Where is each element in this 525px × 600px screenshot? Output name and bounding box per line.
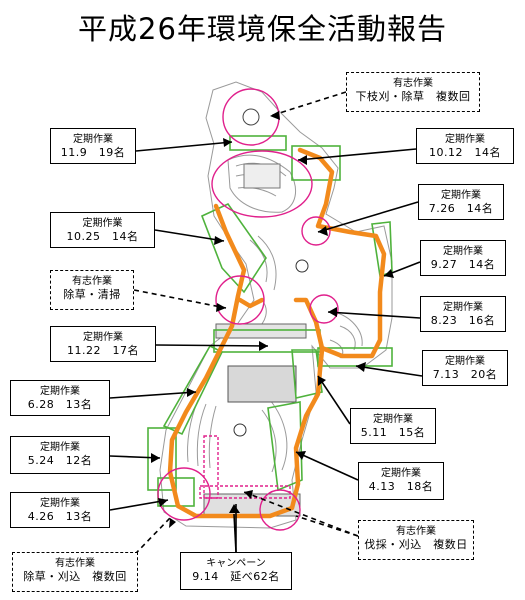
label-detail: 伐採・刈込 複数日 <box>364 538 468 551</box>
label-type: 定期作業 <box>445 134 485 145</box>
label-regular-1122: 定期作業 11.22 17名 <box>50 326 156 362</box>
label-regular-1012: 定期作業 10.12 14名 <box>416 128 514 164</box>
label-regular-1109: 定期作業 11.9 19名 <box>50 128 136 164</box>
label-type: 定期作業 <box>445 356 485 367</box>
label-detail: 5.11 15名 <box>360 426 426 439</box>
label-detail: 11.9 19名 <box>60 146 126 159</box>
callout-dashed-lines <box>109 91 359 581</box>
label-type: 定期作業 <box>82 218 123 229</box>
label-type: 定期作業 <box>373 414 413 425</box>
label-detail: 10.25 14名 <box>66 230 139 243</box>
terrain-outline <box>159 81 393 529</box>
label-volunteer-left: 有志作業 除草・清掃 <box>50 270 134 310</box>
label-detail: 7.26 14名 <box>428 202 494 215</box>
label-type: 有志作業 <box>396 526 436 537</box>
label-volunteer-bottom: 有志作業 除草・刈込 複数回 <box>12 552 138 592</box>
label-regular-1025: 定期作業 10.25 14名 <box>50 212 155 248</box>
label-detail: 9.14 延べ62名 <box>192 570 280 583</box>
label-volunteer-top: 有志作業 下枝刈・除草 複数回 <box>346 72 480 112</box>
label-type: 有志作業 <box>55 558 95 569</box>
label-detail: 10.12 14名 <box>429 146 501 159</box>
label-detail: 6.28 13名 <box>27 398 93 411</box>
label-type: 有志作業 <box>393 78 433 89</box>
label-detail: 9.27 14名 <box>430 258 496 271</box>
label-type: 定期作業 <box>40 442 80 453</box>
label-detail: 4.26 13名 <box>27 510 93 523</box>
label-regular-0628: 定期作業 6.28 13名 <box>10 380 110 416</box>
label-type: 定期作業 <box>83 332 123 343</box>
label-detail: 5.24 12名 <box>27 454 93 467</box>
callout-arrowheads <box>151 111 394 528</box>
callout-lines <box>109 141 423 553</box>
label-regular-0927: 定期作業 9.27 14名 <box>420 240 506 276</box>
volunteer-zones <box>157 88 339 531</box>
label-type: 定期作業 <box>443 246 483 257</box>
label-detail: 除草・清掃 <box>63 288 121 301</box>
label-type: 有志作業 <box>72 276 112 287</box>
label-volunteer-right: 有志作業 伐採・刈込 複数日 <box>358 520 474 560</box>
label-regular-0511: 定期作業 5.11 15名 <box>350 408 436 444</box>
label-type: 定期作業 <box>441 190 481 201</box>
label-detail: 11.22 17名 <box>67 344 139 357</box>
label-detail: 除草・刈込 複数回 <box>23 570 127 583</box>
label-type: 定期作業 <box>40 498 80 509</box>
label-detail: 8.23 16名 <box>430 314 496 327</box>
label-detail: 4.13 18名 <box>368 480 434 493</box>
label-detail: 7.13 20名 <box>432 368 498 381</box>
label-detail: 下枝刈・除草 複数回 <box>355 90 471 103</box>
page-title: 平成26年環境保全活動報告 <box>78 12 447 46</box>
label-regular-0524: 定期作業 5.24 12名 <box>10 436 110 474</box>
label-regular-0726: 定期作業 7.26 14名 <box>418 184 504 220</box>
label-type: 定期作業 <box>443 302 483 313</box>
label-regular-0426: 定期作業 4.26 13名 <box>10 492 110 528</box>
label-type: 定期作業 <box>40 386 80 397</box>
label-type: 定期作業 <box>381 468 421 479</box>
label-regular-0713: 定期作業 7.13 20名 <box>422 350 508 386</box>
work-areas <box>147 135 393 507</box>
label-type: 定期作業 <box>73 134 113 145</box>
label-regular-0413: 定期作業 4.13 18名 <box>358 462 444 500</box>
patrol-route <box>167 147 387 519</box>
label-type: キャンペーン <box>206 558 266 569</box>
label-campaign: キャンペーン 9.14 延べ62名 <box>180 552 292 590</box>
label-regular-0823: 定期作業 8.23 16名 <box>420 296 506 332</box>
